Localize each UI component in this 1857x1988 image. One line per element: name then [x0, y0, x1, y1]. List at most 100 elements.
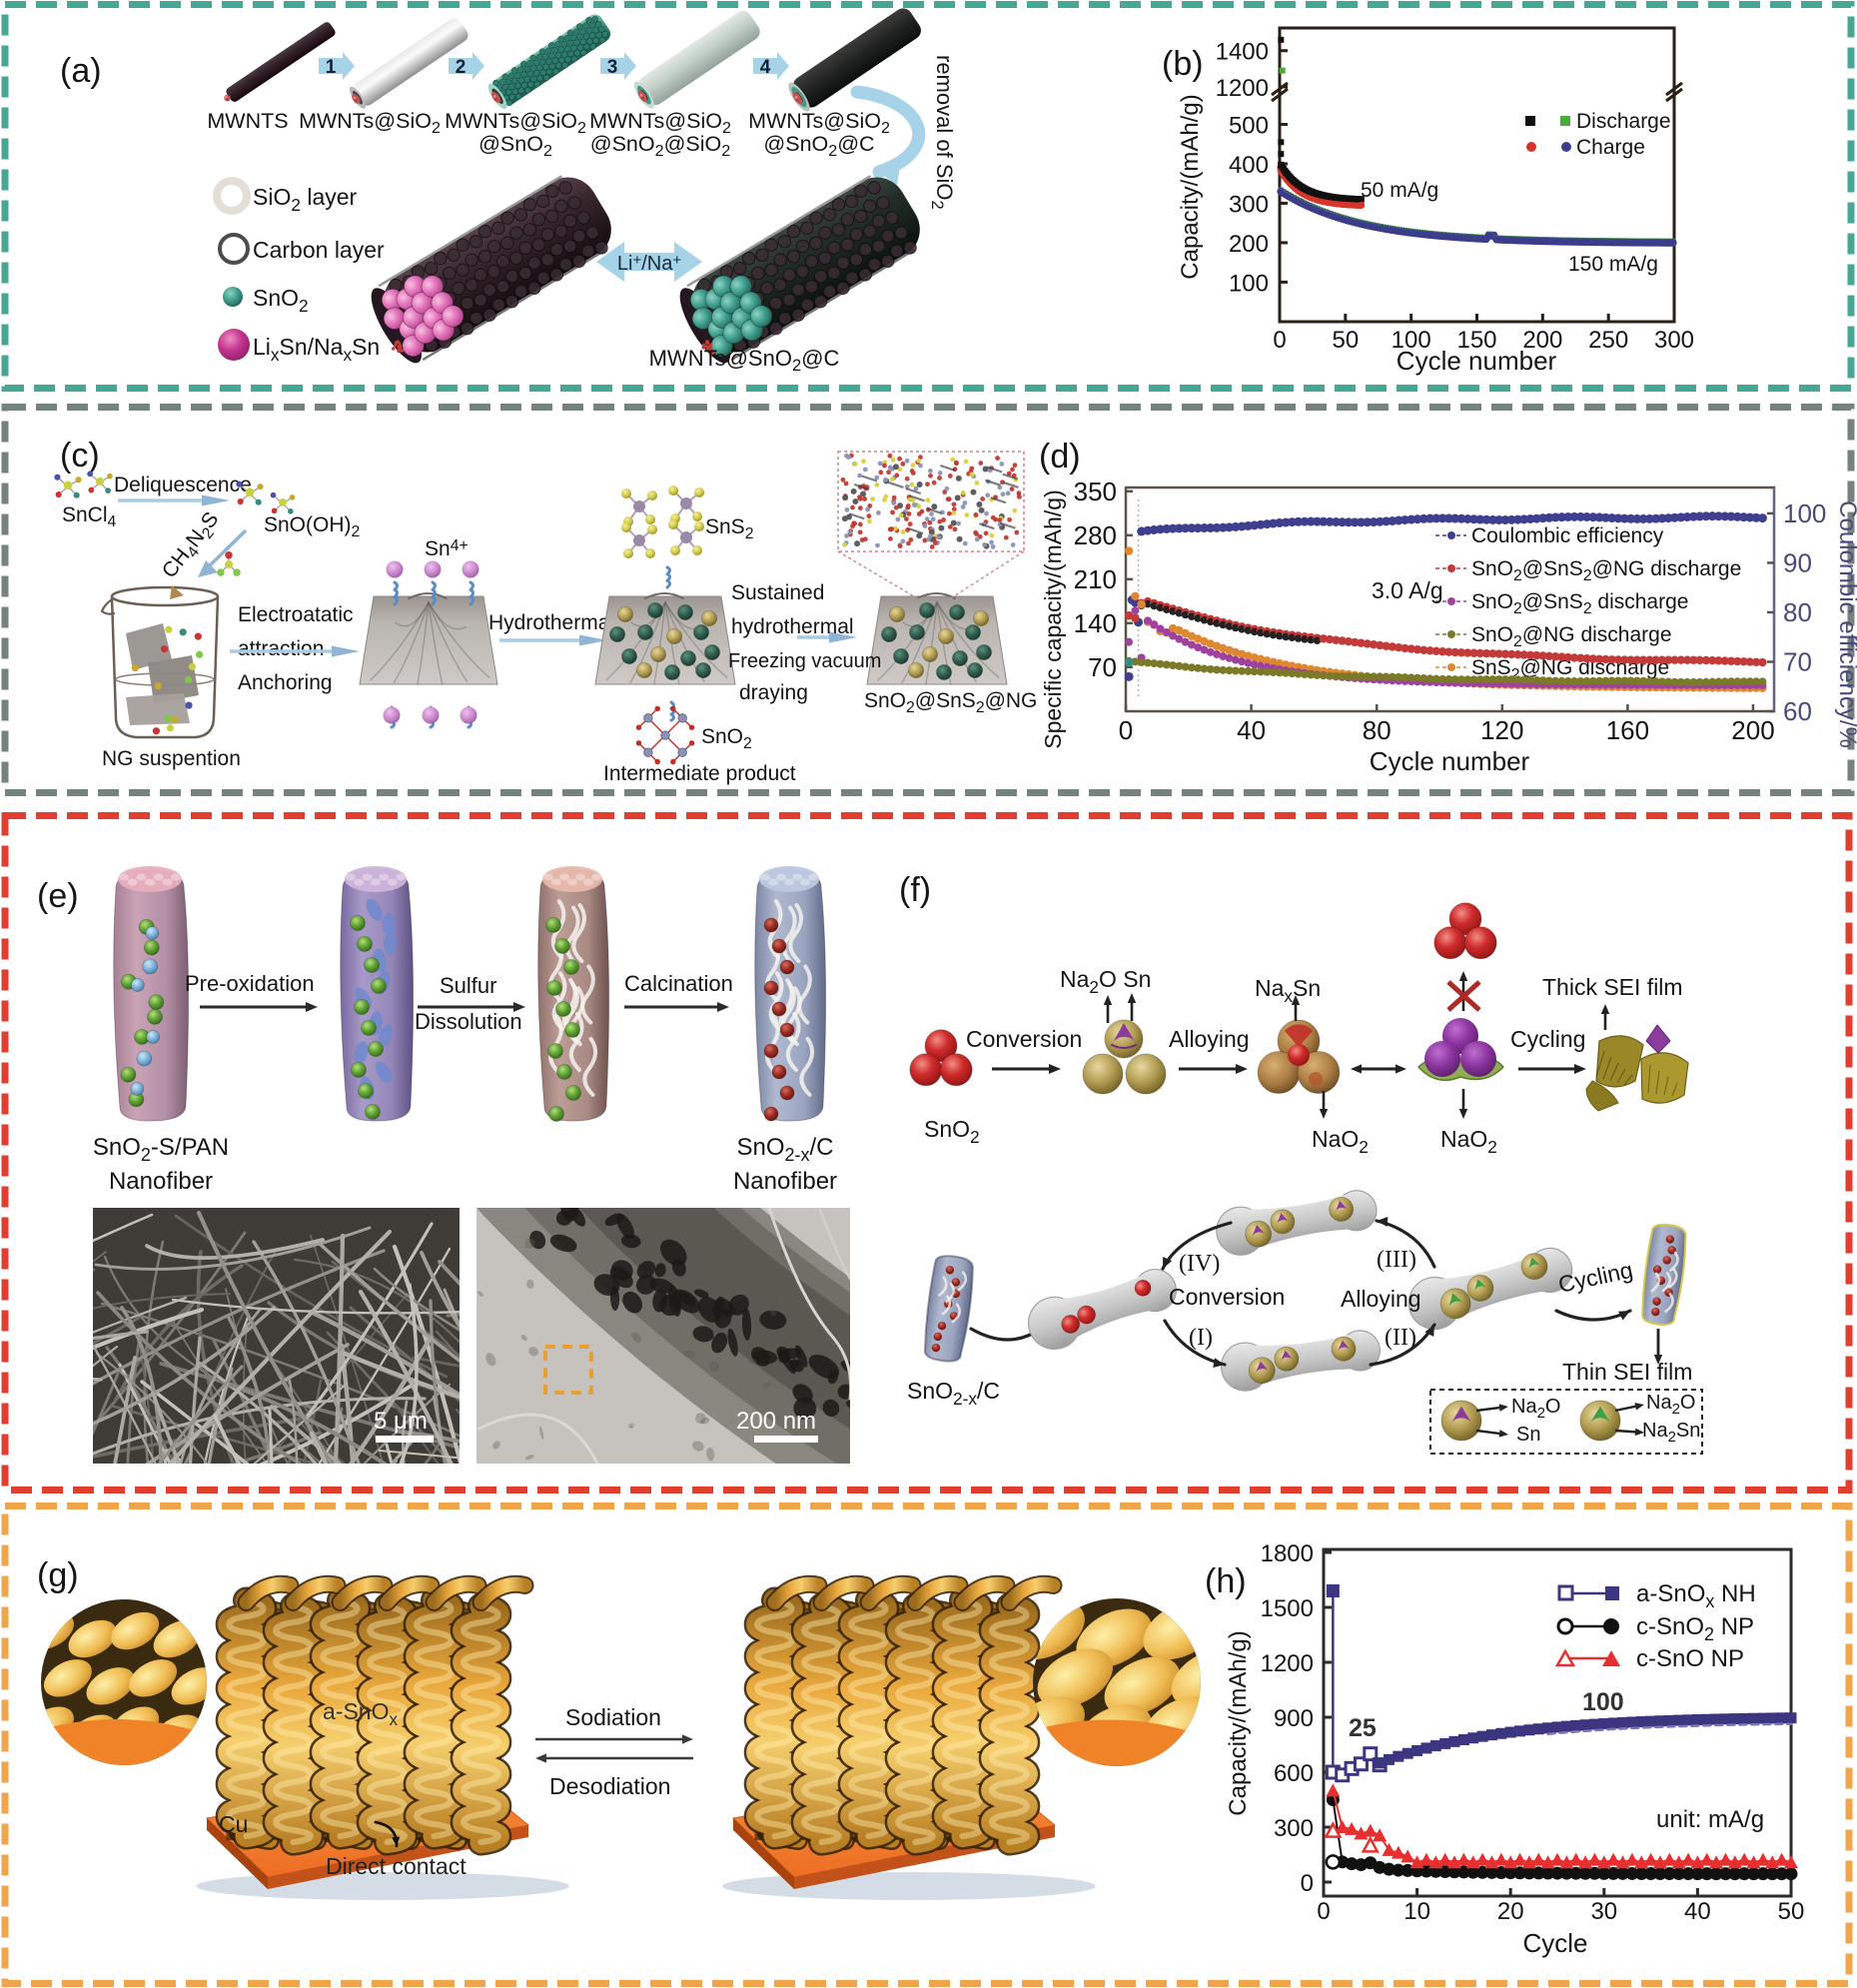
svg-text:Coulombic efficiency/%: Coulombic efficiency/%: [1834, 500, 1857, 748]
svg-text:Sn: Sn: [1516, 1424, 1540, 1446]
svg-text:Cycle number: Cycle number: [1396, 346, 1557, 376]
svg-text:SnO2​-S/PAN: SnO2​-S/PAN: [93, 1134, 229, 1165]
svg-text:SnCl4​: SnCl4​: [62, 503, 117, 530]
svg-text:Capacity/(mAh/g): Capacity/(mAh/g): [1225, 1630, 1252, 1815]
svg-text:80: 80: [1363, 715, 1392, 745]
svg-text:280: 280: [1074, 520, 1117, 550]
svg-text:SiO2​ layer: SiO2​ layer: [253, 184, 358, 215]
svg-text:2: 2: [456, 57, 466, 78]
svg-text:SnS2​: SnS2​: [705, 515, 753, 542]
svg-text:(h): (h): [1205, 1562, 1247, 1600]
svg-text:300: 300: [1274, 1815, 1314, 1842]
svg-text:Discharge: Discharge: [1576, 110, 1671, 133]
svg-text:90: 90: [1783, 547, 1812, 577]
svg-text:(I): (I): [1189, 1325, 1213, 1351]
svg-text:MWNTS: MWNTS: [207, 109, 288, 133]
svg-text:300: 300: [1229, 191, 1269, 218]
svg-text:Desodiation: Desodiation: [549, 1773, 670, 1799]
svg-text:Carbon layer: Carbon layer: [253, 237, 385, 263]
svg-text:200: 200: [1731, 715, 1774, 745]
svg-text:SnO2​@SnS2​@NG discharge: SnO2​@SnS2​@NG discharge: [1471, 557, 1741, 584]
svg-text:140: 140: [1074, 608, 1117, 638]
svg-text:Calcination: Calcination: [624, 971, 733, 996]
svg-text:SnO2-x​/C: SnO2-x​/C: [907, 1378, 1000, 1409]
svg-text:1200: 1200: [1216, 75, 1269, 102]
svg-text:MWNTs@SiO2​: MWNTs@SiO2​: [589, 109, 731, 137]
svg-text:Cycle number: Cycle number: [1370, 746, 1530, 776]
svg-text:unit: mA/g: unit: mA/g: [1656, 1806, 1764, 1833]
svg-text:Sodiation: Sodiation: [565, 1704, 661, 1730]
svg-text:MWNTs@SiO2​: MWNTs@SiO2​: [445, 109, 586, 137]
svg-text:Cu: Cu: [219, 1811, 248, 1837]
svg-text:removal of SiO2​: removal of SiO2​: [928, 55, 957, 210]
svg-text:Specific capacity/(mAh/g): Specific capacity/(mAh/g): [1040, 490, 1066, 748]
svg-text:a-SnOx​: a-SnOx​: [323, 1698, 398, 1729]
svg-text:600: 600: [1274, 1760, 1314, 1787]
svg-text:SnO2-x​/C: SnO2-x​/C: [736, 1134, 833, 1165]
svg-text:100: 100: [1392, 327, 1431, 354]
svg-text:c-SnO2​ NP: c-SnO2​ NP: [1636, 1613, 1754, 1644]
svg-text:250: 250: [1588, 327, 1628, 354]
svg-text:Conversion: Conversion: [966, 1026, 1082, 1052]
svg-text:1500: 1500: [1261, 1595, 1314, 1622]
svg-text:@SnO2​@SiO2​: @SnO2​@SiO2​: [590, 132, 731, 160]
svg-text:Li+​/Na+​: Li+​/Na+​: [617, 252, 681, 275]
svg-text:500: 500: [1229, 113, 1269, 140]
svg-text:Na2​O: Na2​O: [1646, 1392, 1695, 1418]
svg-text:120: 120: [1480, 715, 1523, 745]
svg-text:(III): (III): [1377, 1247, 1416, 1273]
svg-text:Freezing vacuum: Freezing vacuum: [728, 650, 881, 672]
svg-text:SnO2​: SnO2​: [701, 725, 752, 752]
svg-text:150: 150: [1456, 327, 1496, 354]
svg-text:210: 210: [1074, 564, 1117, 594]
svg-text:Sulfur: Sulfur: [440, 973, 496, 998]
svg-text:0: 0: [1301, 1870, 1314, 1897]
svg-text:350: 350: [1074, 477, 1117, 506]
svg-text:Direct contact: Direct contact: [326, 1853, 466, 1879]
svg-text:(a): (a): [60, 52, 102, 90]
svg-text:100: 100: [1582, 1688, 1624, 1716]
svg-text:SnO2​@SnS2​@NG: SnO2​@SnS2​@NG: [864, 689, 1037, 716]
svg-text:NaO2​: NaO2​: [1312, 1126, 1369, 1157]
svg-text:Deliquescence: Deliquescence: [114, 474, 252, 497]
svg-text:Nanofiber: Nanofiber: [109, 1168, 213, 1195]
svg-text:Intermediate product: Intermediate product: [603, 762, 796, 785]
svg-text:Nax​Sn: Nax​Sn: [1255, 975, 1321, 1006]
svg-text:c-SnO NP: c-SnO NP: [1636, 1645, 1744, 1672]
svg-text:@SnO2​@C: @SnO2​@C: [763, 132, 874, 160]
svg-text:CH4​N2​S: CH4​N2​S: [158, 507, 227, 584]
svg-text:MWNTs@SiO2​: MWNTs@SiO2​: [299, 109, 441, 137]
svg-text:Pre-oxidation: Pre-oxidation: [185, 971, 315, 996]
svg-text:(e): (e): [37, 877, 79, 915]
svg-text:SnO2​@SnS2​ discharge: SnO2​@SnS2​ discharge: [1471, 590, 1688, 617]
svg-text:1400: 1400: [1216, 39, 1269, 66]
svg-text:hydrothermal: hydrothermal: [731, 615, 854, 638]
svg-text:100: 100: [1783, 498, 1826, 528]
svg-text:SnO(OH)2​: SnO(OH)2​: [264, 513, 360, 540]
svg-text:MWNTs@SiO2​: MWNTs@SiO2​: [748, 109, 890, 137]
svg-text:150 mA/g: 150 mA/g: [1568, 253, 1658, 276]
svg-text:0: 0: [1273, 327, 1286, 354]
svg-text:(II): (II): [1385, 1325, 1416, 1351]
svg-text:3.0 A/g: 3.0 A/g: [1372, 577, 1443, 603]
svg-text:3: 3: [607, 57, 618, 78]
svg-text:50: 50: [1332, 327, 1359, 354]
svg-text:0: 0: [1119, 715, 1133, 745]
svg-text:SnO2​: SnO2​: [253, 285, 309, 316]
svg-text:25: 25: [1349, 1714, 1377, 1742]
svg-text:200: 200: [1522, 327, 1562, 354]
svg-text:80: 80: [1783, 597, 1812, 627]
svg-text:200: 200: [1229, 231, 1269, 258]
svg-text:40: 40: [1237, 715, 1266, 745]
svg-text:Thick SEI film: Thick SEI film: [1542, 974, 1683, 1000]
svg-text:Sn4+​: Sn4+​: [425, 537, 468, 560]
svg-text:Cycle: Cycle: [1522, 1928, 1587, 1958]
svg-text:Na2​O: Na2​O: [1511, 1396, 1560, 1422]
svg-text:Alloying: Alloying: [1169, 1026, 1250, 1052]
svg-text:@SnO2​: @SnO2​: [478, 132, 552, 160]
svg-text:300: 300: [1654, 327, 1694, 354]
svg-text:Thin SEI film: Thin SEI film: [1562, 1359, 1692, 1385]
svg-text:10: 10: [1403, 1898, 1430, 1925]
svg-text:Dissolution: Dissolution: [415, 1009, 522, 1034]
svg-text:SnO2​@NG discharge: SnO2​@NG discharge: [1471, 623, 1672, 650]
